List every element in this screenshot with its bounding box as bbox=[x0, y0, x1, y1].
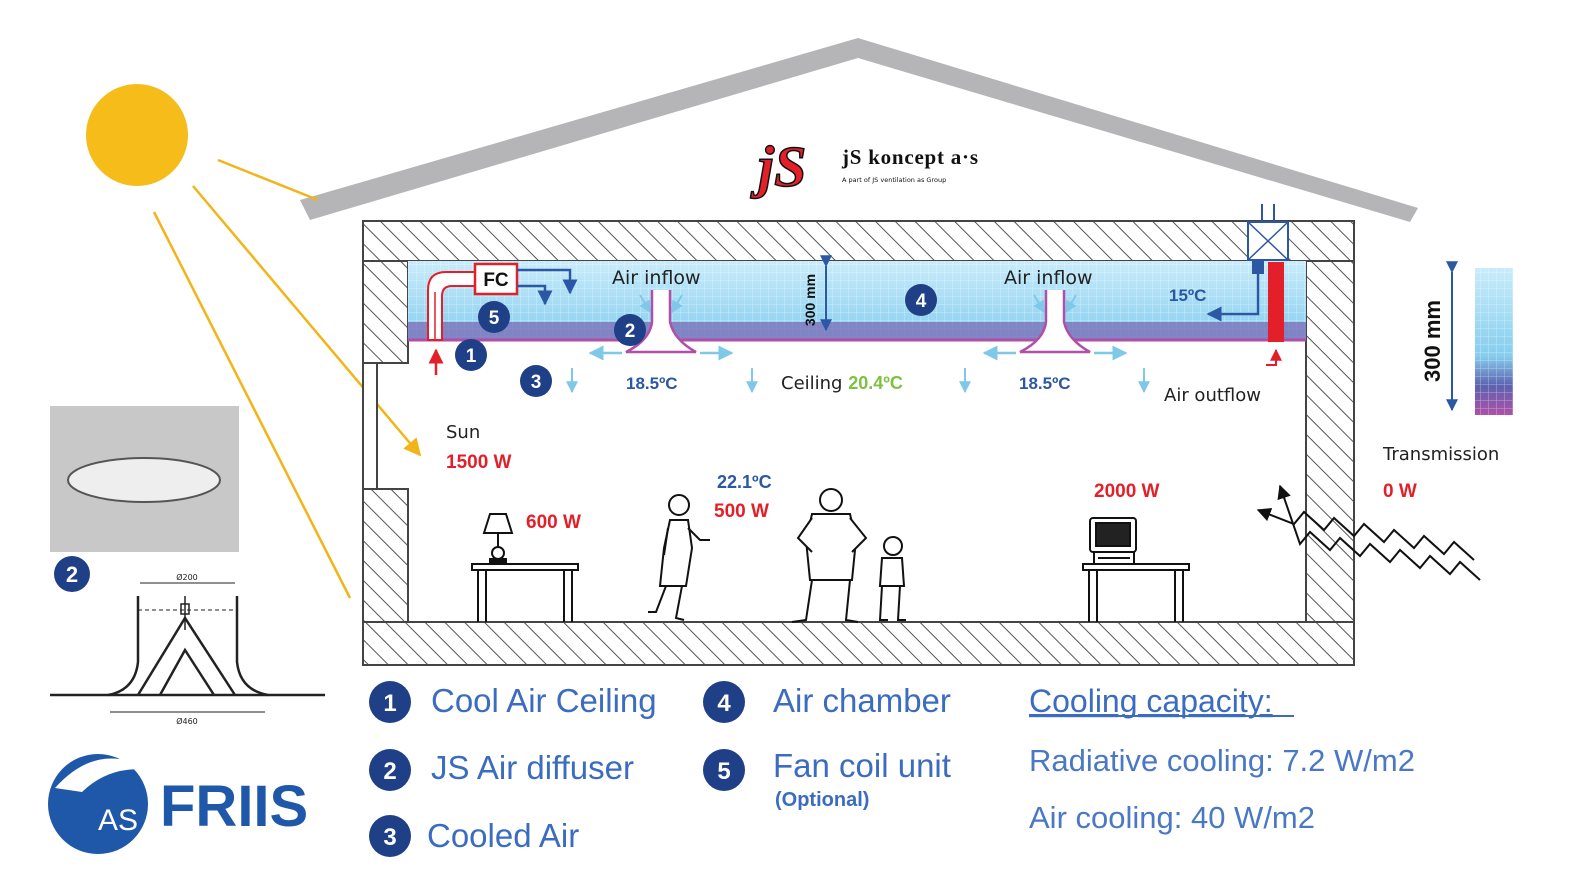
sun-icon bbox=[86, 84, 188, 186]
svg-text:3: 3 bbox=[383, 824, 396, 851]
legend-1: 1 Cool Air Ceiling bbox=[369, 681, 657, 723]
air-diffuser bbox=[625, 290, 697, 354]
fc-label: FC bbox=[483, 270, 509, 291]
table-left bbox=[471, 563, 579, 622]
left-wall-upper bbox=[362, 260, 409, 364]
sun-label: Sun bbox=[446, 422, 480, 443]
sun-ray bbox=[192, 185, 422, 457]
svg-text:5: 5 bbox=[717, 758, 730, 785]
person-woman-icon bbox=[648, 494, 710, 621]
dim-bottom: Ø460 bbox=[176, 716, 198, 726]
sun-ray bbox=[217, 158, 319, 202]
temp-left: 18.5ºC bbox=[626, 374, 678, 393]
legend-3: 3 Cooled Air bbox=[369, 815, 579, 857]
svg-text:4: 4 bbox=[717, 690, 731, 717]
transmission-label: Transmission bbox=[1382, 444, 1499, 465]
badge-photo: 2 bbox=[54, 556, 90, 592]
badge-2: 2 bbox=[614, 314, 646, 346]
badge-3: 3 bbox=[520, 365, 552, 397]
pc-watts: 2000 W bbox=[1094, 481, 1160, 502]
svg-text:JS Air diffuser: JS Air diffuser bbox=[431, 749, 634, 786]
ceiling-label: Ceiling 20.4ºC bbox=[781, 373, 903, 394]
transmission-zigzag bbox=[1256, 484, 1481, 581]
fan-coil-unit bbox=[473, 262, 519, 296]
legend-5: 5 Fan coil unit (Optional) bbox=[703, 747, 951, 811]
ceiling-slab bbox=[362, 220, 1355, 262]
logo-text: jS koncept a·s bbox=[841, 145, 978, 169]
person-man-icon bbox=[791, 488, 868, 623]
svg-text:Air chamber: Air chamber bbox=[773, 682, 951, 719]
svg-text:Cool Air Ceiling: Cool Air Ceiling bbox=[431, 682, 657, 719]
js-koncept-logo: jS jS koncept a·s A part of JS ventilati… bbox=[749, 133, 978, 200]
air-inflow-label-2: Air inflow bbox=[1004, 267, 1093, 289]
svg-text:4: 4 bbox=[916, 291, 927, 312]
cooling-radiative: Radiative cooling: 7.2 W/m2 bbox=[1029, 743, 1415, 778]
temp-15-label: 15ºC bbox=[1169, 286, 1206, 305]
cool-air-ceiling bbox=[408, 322, 1306, 339]
computer-icon bbox=[1089, 517, 1137, 565]
svg-text:1: 1 bbox=[466, 346, 477, 367]
roof bbox=[300, 38, 1418, 222]
table-right bbox=[1082, 563, 1190, 622]
cooling-title: Cooling capacity: bbox=[1029, 683, 1273, 719]
transmission-watts: 0 W bbox=[1383, 481, 1417, 502]
chamber-height-label: 300 mm bbox=[802, 274, 818, 326]
floor-slab bbox=[362, 621, 1355, 666]
svg-text:1: 1 bbox=[383, 690, 396, 717]
diffuser-drawing bbox=[50, 582, 325, 713]
temp-right: 18.5ºC bbox=[1019, 374, 1071, 393]
lamp-icon bbox=[482, 513, 514, 565]
air-inflow-label-1: Air inflow bbox=[612, 267, 701, 289]
dim-top: Ø200 bbox=[176, 572, 198, 582]
badge-5: 5 bbox=[478, 301, 510, 333]
legend-4: 4 Air chamber bbox=[703, 681, 951, 723]
svg-text:5: 5 bbox=[489, 308, 500, 329]
as-text: AS bbox=[98, 804, 138, 837]
cooling-air: Air cooling: 40 W/m2 bbox=[1029, 800, 1315, 835]
svg-text:jS: jS bbox=[750, 134, 806, 199]
svg-text:Fan coil unit: Fan coil unit bbox=[773, 747, 951, 784]
svg-text:2: 2 bbox=[625, 321, 636, 342]
sun-ray bbox=[152, 211, 352, 599]
window bbox=[362, 362, 378, 490]
svg-text:Cooled Air: Cooled Air bbox=[427, 817, 579, 854]
as-friis-logo: AS FRIIS bbox=[48, 754, 308, 854]
friis-text: FRIIS bbox=[160, 774, 308, 839]
svg-text:3: 3 bbox=[531, 372, 542, 393]
sun-watts: 1500 W bbox=[446, 452, 512, 473]
ceiling-temp: 20.4ºC bbox=[848, 373, 903, 393]
svg-text:2: 2 bbox=[383, 758, 396, 785]
left-wall-lower bbox=[362, 488, 409, 623]
exhaust-duct bbox=[1268, 262, 1284, 342]
side-height-label: 300 mm bbox=[1420, 300, 1445, 382]
badge-4: 4 bbox=[905, 284, 937, 316]
logo-subtitle: A part of JS ventilation as Group bbox=[842, 176, 946, 184]
svg-text:2: 2 bbox=[66, 562, 78, 587]
people-watts: 500 W bbox=[714, 501, 769, 522]
right-wall bbox=[1305, 260, 1355, 623]
badge-1: 1 bbox=[455, 339, 487, 371]
lamp-watts: 600 W bbox=[526, 512, 581, 533]
air-outflow-label: Air outflow bbox=[1164, 385, 1261, 406]
person-child-icon bbox=[878, 536, 906, 621]
people-temp: 22.1ºC bbox=[717, 472, 772, 492]
legend-5-note: (Optional) bbox=[775, 789, 869, 811]
legend-2: 2 JS Air diffuser bbox=[369, 749, 634, 791]
air-diffuser bbox=[1019, 290, 1091, 354]
